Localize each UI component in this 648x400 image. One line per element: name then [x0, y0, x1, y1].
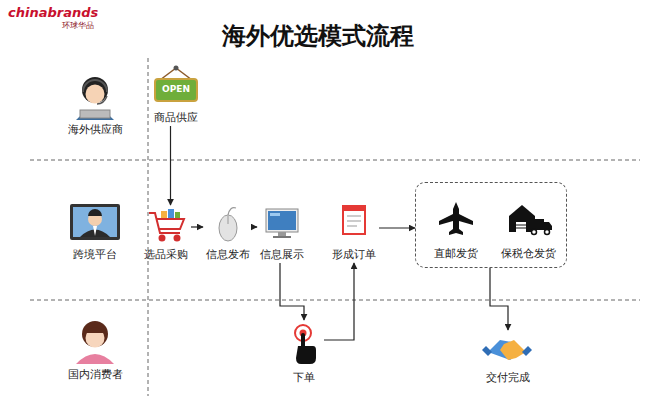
node-label: 形成订单: [332, 248, 376, 261]
warehouse-truck-icon: [509, 205, 552, 235]
icon-node: 保税仓发货: [496, 198, 562, 262]
flow-arrow: [170, 126, 171, 205]
icon-node: 交付完成: [480, 330, 536, 386]
flow-arrow: [191, 226, 203, 227]
flow-arrow: [253, 226, 257, 227]
lane-label: 国内消费者: [68, 368, 123, 381]
handshake-icon: [482, 340, 532, 360]
flow-arrow: [280, 263, 304, 320]
lane-label: 跨境平台: [73, 248, 117, 261]
flow-arrow: [490, 268, 508, 330]
icon-node: 信息发布: [203, 205, 253, 263]
diagram-title: 海外优选模式流程: [0, 20, 636, 52]
hand-click-icon: [295, 325, 316, 364]
icon-node: 商品供应: [150, 64, 202, 126]
mouse-icon: [219, 208, 237, 241]
icon-node: 形成订单: [329, 203, 379, 263]
node-label: 保税仓发货: [501, 247, 556, 260]
flow-arrow: [324, 263, 354, 340]
lane-divider: [30, 58, 640, 396]
node-label: 商品供应: [154, 111, 198, 124]
brand-logo: chinabrands: [8, 5, 98, 21]
icon-node: 信息展示: [257, 205, 307, 263]
node-label: 直邮发货: [434, 247, 478, 260]
brand-subtitle: 环球华品: [62, 21, 94, 31]
platform-icon: [70, 204, 120, 240]
node-label: 选品采购: [144, 248, 188, 261]
lane-label: 海外供应商: [68, 123, 123, 136]
open-sign-icon: [155, 66, 197, 102]
node-label: 交付完成: [486, 371, 530, 384]
consumer-icon: [76, 321, 114, 364]
monitor-icon: [266, 209, 298, 238]
node-label: 信息发布: [206, 248, 250, 261]
cart-icon: [149, 209, 184, 241]
supplier-icon: [76, 77, 114, 120]
icon-node: 选品采购: [141, 205, 191, 263]
plane-icon: [439, 202, 473, 235]
group-box: 直邮发货 保税仓发货: [415, 182, 567, 268]
sign-text: OPEN: [162, 84, 190, 95]
icon-node: 下单: [284, 320, 324, 386]
icon-node: 直邮发货: [430, 198, 482, 262]
flow-arrow: [379, 227, 415, 228]
node-label: 信息展示: [260, 248, 304, 261]
node-label: 下单: [293, 371, 315, 384]
order-form-icon: [343, 206, 365, 234]
